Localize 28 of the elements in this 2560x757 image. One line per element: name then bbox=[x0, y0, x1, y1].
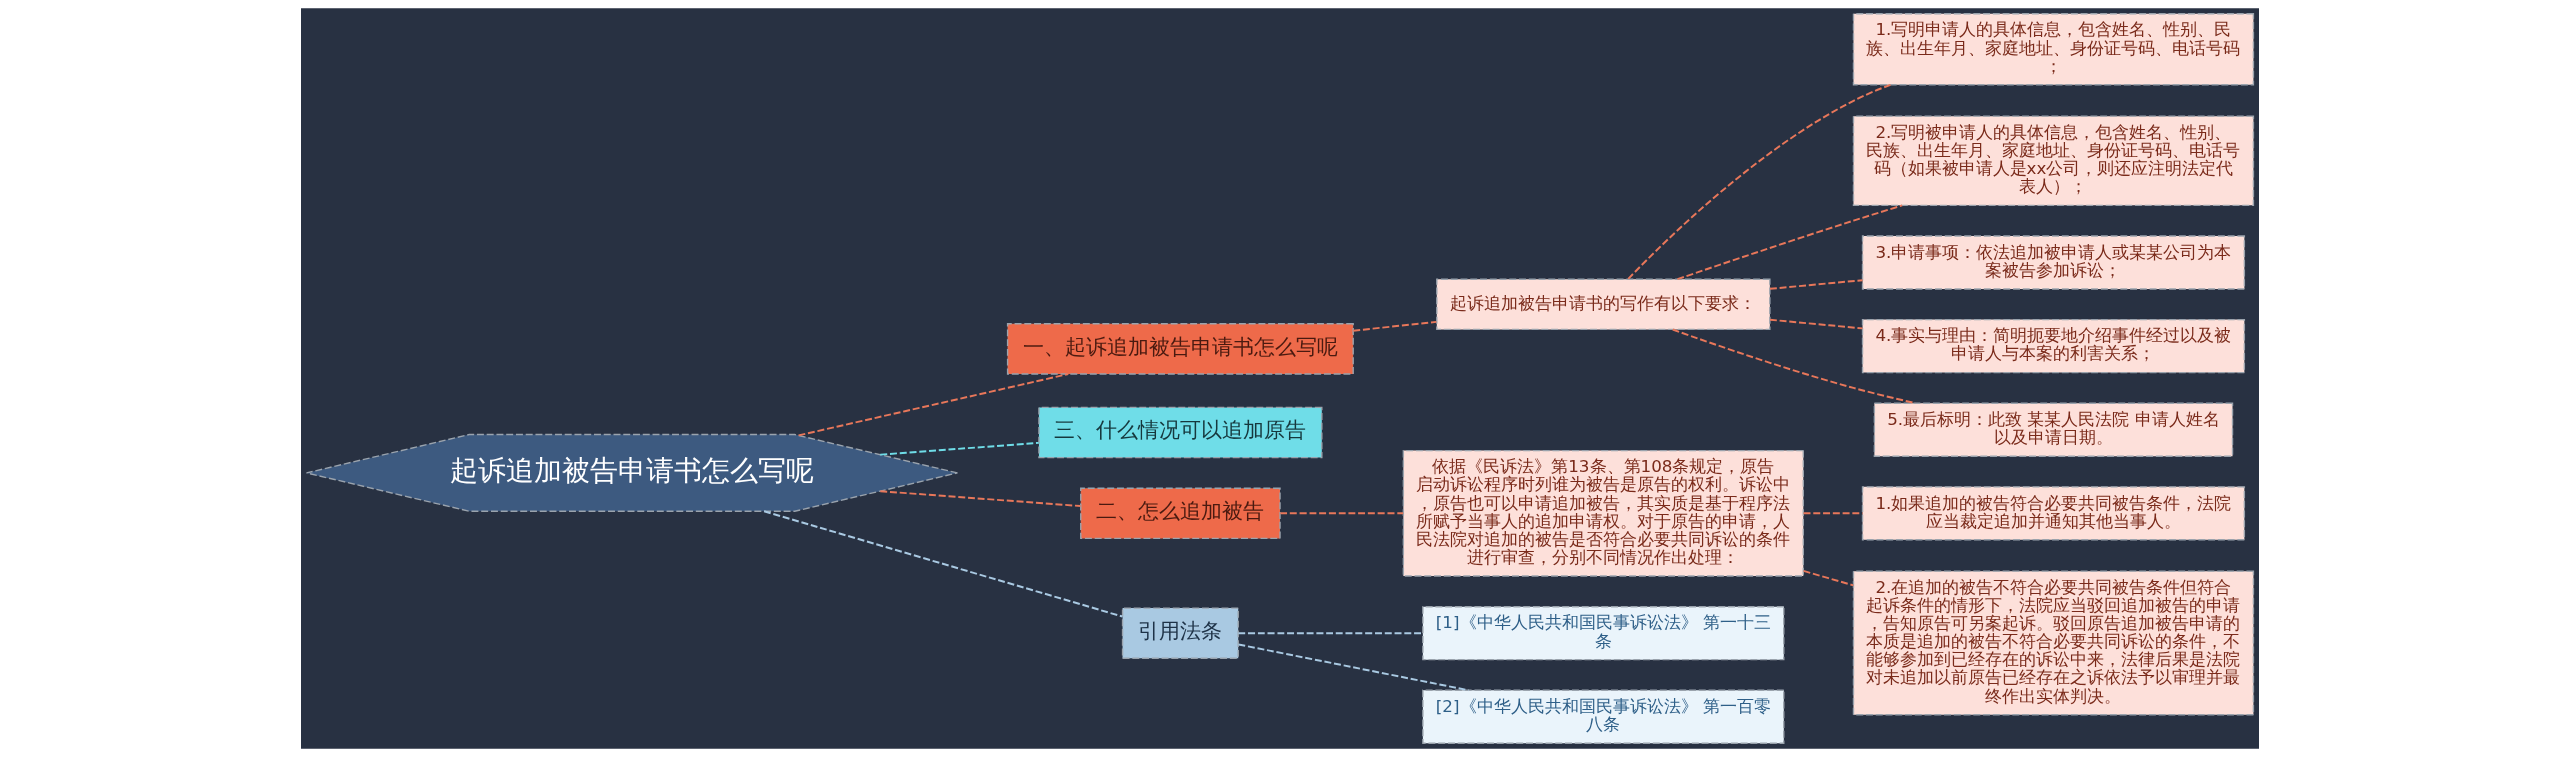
node-box: [2]《中华人民共和国民事诉讼法》 第一百零八条 bbox=[1422, 689, 1785, 744]
node-box: 1.如果追加的被告符合必要共同被告条件，法院应当裁定追加并通知其他当事人。 bbox=[1861, 486, 2246, 541]
connector bbox=[1237, 643, 1470, 692]
connector bbox=[763, 510, 1124, 618]
node-box: 依据《民诉法》第13条、第108条规定，原告启动诉讼程序时列谁为被告是原告的权利。诉讼中，原告也可以申请追加被告，其实质是基于程序法所赋予当事人的追加申请权。对于原告的申请，人民法院对追加的被告是否符合必要共同诉讼的条件进行审查，分别不同情况作出处理： bbox=[1402, 449, 1804, 577]
node-box: 二、怎么追加被告 bbox=[1080, 487, 1281, 540]
node-box: 引用法条 bbox=[1121, 607, 1239, 659]
node-box: [1]《中华人民共和国民事诉讼法》 第一十三条 bbox=[1422, 606, 1785, 661]
connector bbox=[879, 490, 1082, 507]
node-box: 2.写明被申请人的具体信息，包含姓名、性别、民族、出生年月、家庭地址、身份证号码、电话号码（如果被申请人是xx公司，则还应注明法定代表人）； bbox=[1852, 115, 2255, 207]
connector bbox=[1802, 569, 1855, 587]
node-box: 1.写明申请人的具体信息，包含姓名、性别、民族、出生年月、家庭地址、身份证号码、电话号码； bbox=[1852, 13, 2255, 86]
node-box: 5.最后标明：此致 某某人民法院 申请人姓名以及申请日期。 bbox=[1873, 402, 2234, 457]
connector bbox=[797, 373, 1070, 437]
connector bbox=[1627, 83, 1892, 280]
connector bbox=[1237, 632, 1424, 635]
connector bbox=[1676, 204, 1904, 281]
connector bbox=[1769, 279, 1864, 290]
node-box: 3.申请事项：依法追加被申请人或某某公司为本案被告参加诉讼； bbox=[1861, 235, 2246, 290]
node-box: 4.事实与理由：简明扼要地介绍事件经过以及被申请人与本案的利害关系； bbox=[1861, 318, 2246, 374]
connector bbox=[1769, 318, 1864, 330]
node-box: 一、起诉追加被告申请书怎么写呢 bbox=[1006, 323, 1354, 375]
node-box: 三、什么情况可以追加原告 bbox=[1038, 406, 1323, 459]
node-box: 起诉追加被告申请书的写作有以下要求： bbox=[1436, 278, 1771, 331]
connector bbox=[1352, 320, 1438, 332]
connector bbox=[879, 441, 1040, 456]
node-box: 2.在追加的被告不符合必要共同被告条件但符合起诉条件的情形下，法院应当驳回追加被告的申请，告知原告可另案起诉。驳回原告追加被告申请的本质是追加的被告不符合必要共同诉讼的条件，不能够参加到已经存在的诉讼中来，法律后果是法院对未追加以前原告已经存在之诉依法予以审理并最终作出实体判决。 bbox=[1852, 570, 2255, 716]
connector bbox=[1279, 512, 1405, 515]
